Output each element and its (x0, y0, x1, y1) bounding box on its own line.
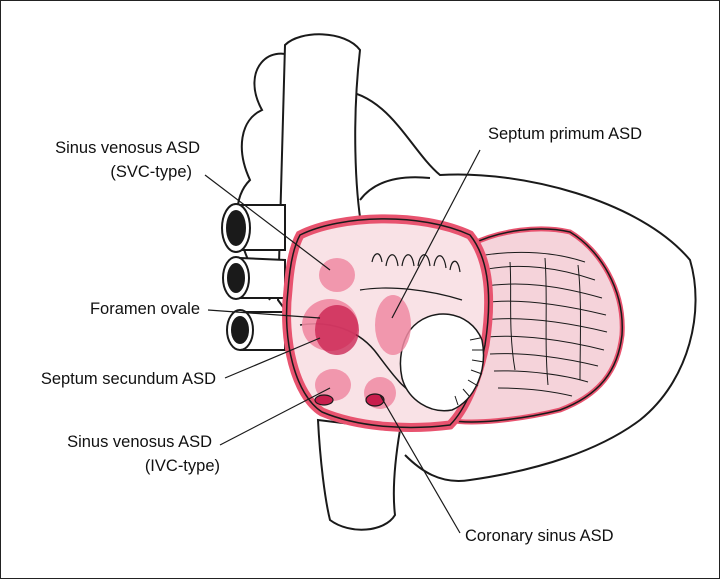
ivc-defect (315, 369, 351, 401)
label-sinus-venosus-ivc-line2: (IVC-type) (144, 457, 220, 475)
defect-sites (302, 258, 411, 409)
label-sinus-venosus-ivc-line1: Sinus venosus ASD (67, 433, 212, 451)
label-septum-primum: Septum primum ASD (488, 125, 643, 143)
label-coronary-sinus: Coronary sinus ASD (465, 527, 614, 545)
ventricle-section (447, 226, 625, 425)
label-foramen-ovale: Foramen ovale (89, 300, 200, 318)
label-septum-secundum: Septum secundum ASD (40, 370, 216, 388)
primum-defect (375, 295, 411, 355)
leader-lines (204, 149, 481, 534)
pulmonary-veins (221, 203, 286, 351)
label-sinus-venosus-svc-line2: (SVC-type) (110, 163, 192, 181)
label-sinus-venosus-svc-line1: Sinus venosus ASD (55, 139, 200, 157)
secundum-defect (315, 305, 359, 355)
svc-defect (319, 258, 355, 292)
